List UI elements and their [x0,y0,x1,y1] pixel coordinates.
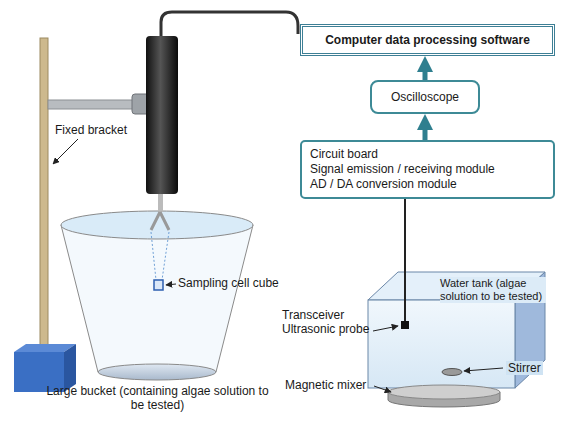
node-text: AD / DA conversion module [310,177,545,192]
node-text: Circuit board [310,147,545,162]
node-text: Water tank (algae solution to be tested) [440,277,546,303]
signal-arrow [423,122,428,140]
part-label: Transceiver Ultrasonic probe [282,308,377,337]
node-text: Signal emission / receiving module [310,162,545,177]
bucket-bottom [98,364,216,380]
leader-line [166,284,176,285]
bucket-rim [61,211,253,239]
tank-front [368,300,515,388]
probe-rod [158,194,163,212]
leader-line [464,368,503,371]
bucket-body [61,225,253,372]
signal-arrow [404,199,406,272]
node-box: Oscilloscope [370,80,480,114]
leader-line [373,326,398,331]
part-label: Large bucket (containing algae solution … [40,384,275,413]
bracket-pole [40,38,48,352]
leader-line [53,139,78,164]
part-label: Magnetic mixer [285,378,366,392]
node-text: Oscilloscope [376,90,474,104]
sampling-cube [154,280,163,290]
cube-holder [151,212,169,230]
node-box: Computer data processing software [300,24,555,56]
leader-line [374,386,391,392]
part-label: Stirrer [506,361,543,375]
part-label: Sampling cell cube [178,276,279,290]
node-box: Circuit boardSignal emission / receiving… [300,140,555,199]
signal-cable [161,12,298,36]
part-label: Fixed bracket [55,123,127,137]
stirrer-bar [442,369,462,376]
probe-wire [404,272,406,322]
mixer-top [388,385,500,399]
node-text: Computer data processing software [309,33,546,47]
probe-cylinder [146,36,178,194]
holder-wire [151,232,169,280]
bracket-arm [48,100,138,109]
ultrasonic-probe [401,321,409,329]
node-box: Water tank (algae solution to be tested) [398,272,548,360]
signal-arrow [423,64,428,80]
